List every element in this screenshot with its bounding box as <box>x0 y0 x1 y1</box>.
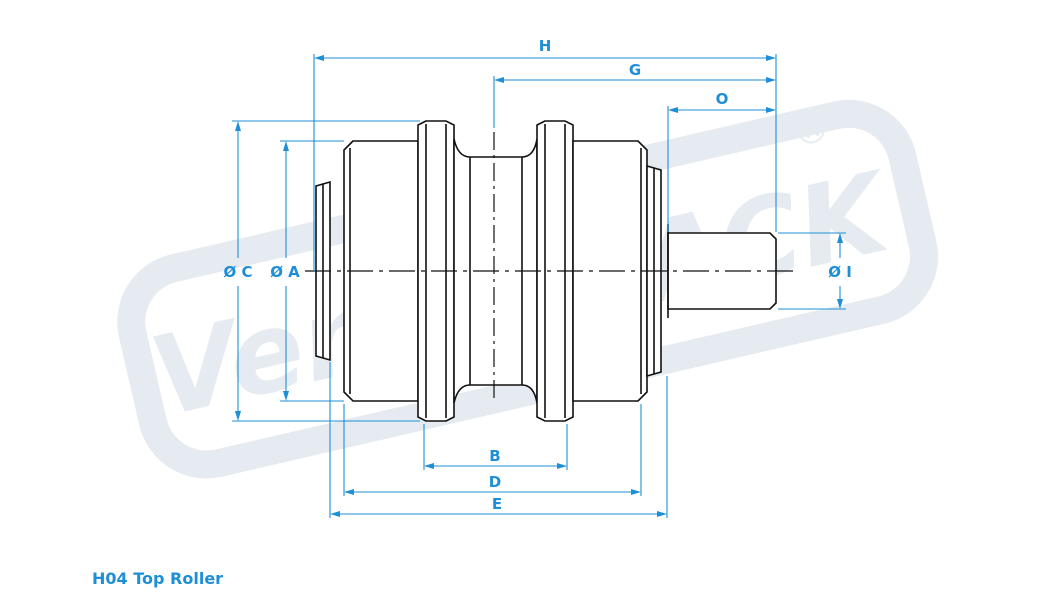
dimension-label-g: G <box>629 61 641 79</box>
centre-lines <box>305 132 796 400</box>
dimension-label-e: E <box>492 495 502 513</box>
dimension-arrowheads <box>235 55 843 517</box>
dimension-labels: H G O B D E Ø C Ø A Ø I <box>224 37 852 513</box>
dimension-label-b: B <box>489 447 500 465</box>
right-flange <box>536 120 574 422</box>
dimension-label-h: H <box>539 37 552 55</box>
dimension-label-diameter-i: Ø I <box>828 263 852 281</box>
dimension-label-diameter-a: Ø A <box>270 263 300 281</box>
dimension-label-diameter-c: Ø C <box>224 263 253 281</box>
dimension-label-d: D <box>489 473 501 491</box>
dimension-label-o: O <box>716 90 729 108</box>
drawing-caption: H04 Top Roller <box>92 569 224 588</box>
dimension-lines <box>232 54 846 518</box>
